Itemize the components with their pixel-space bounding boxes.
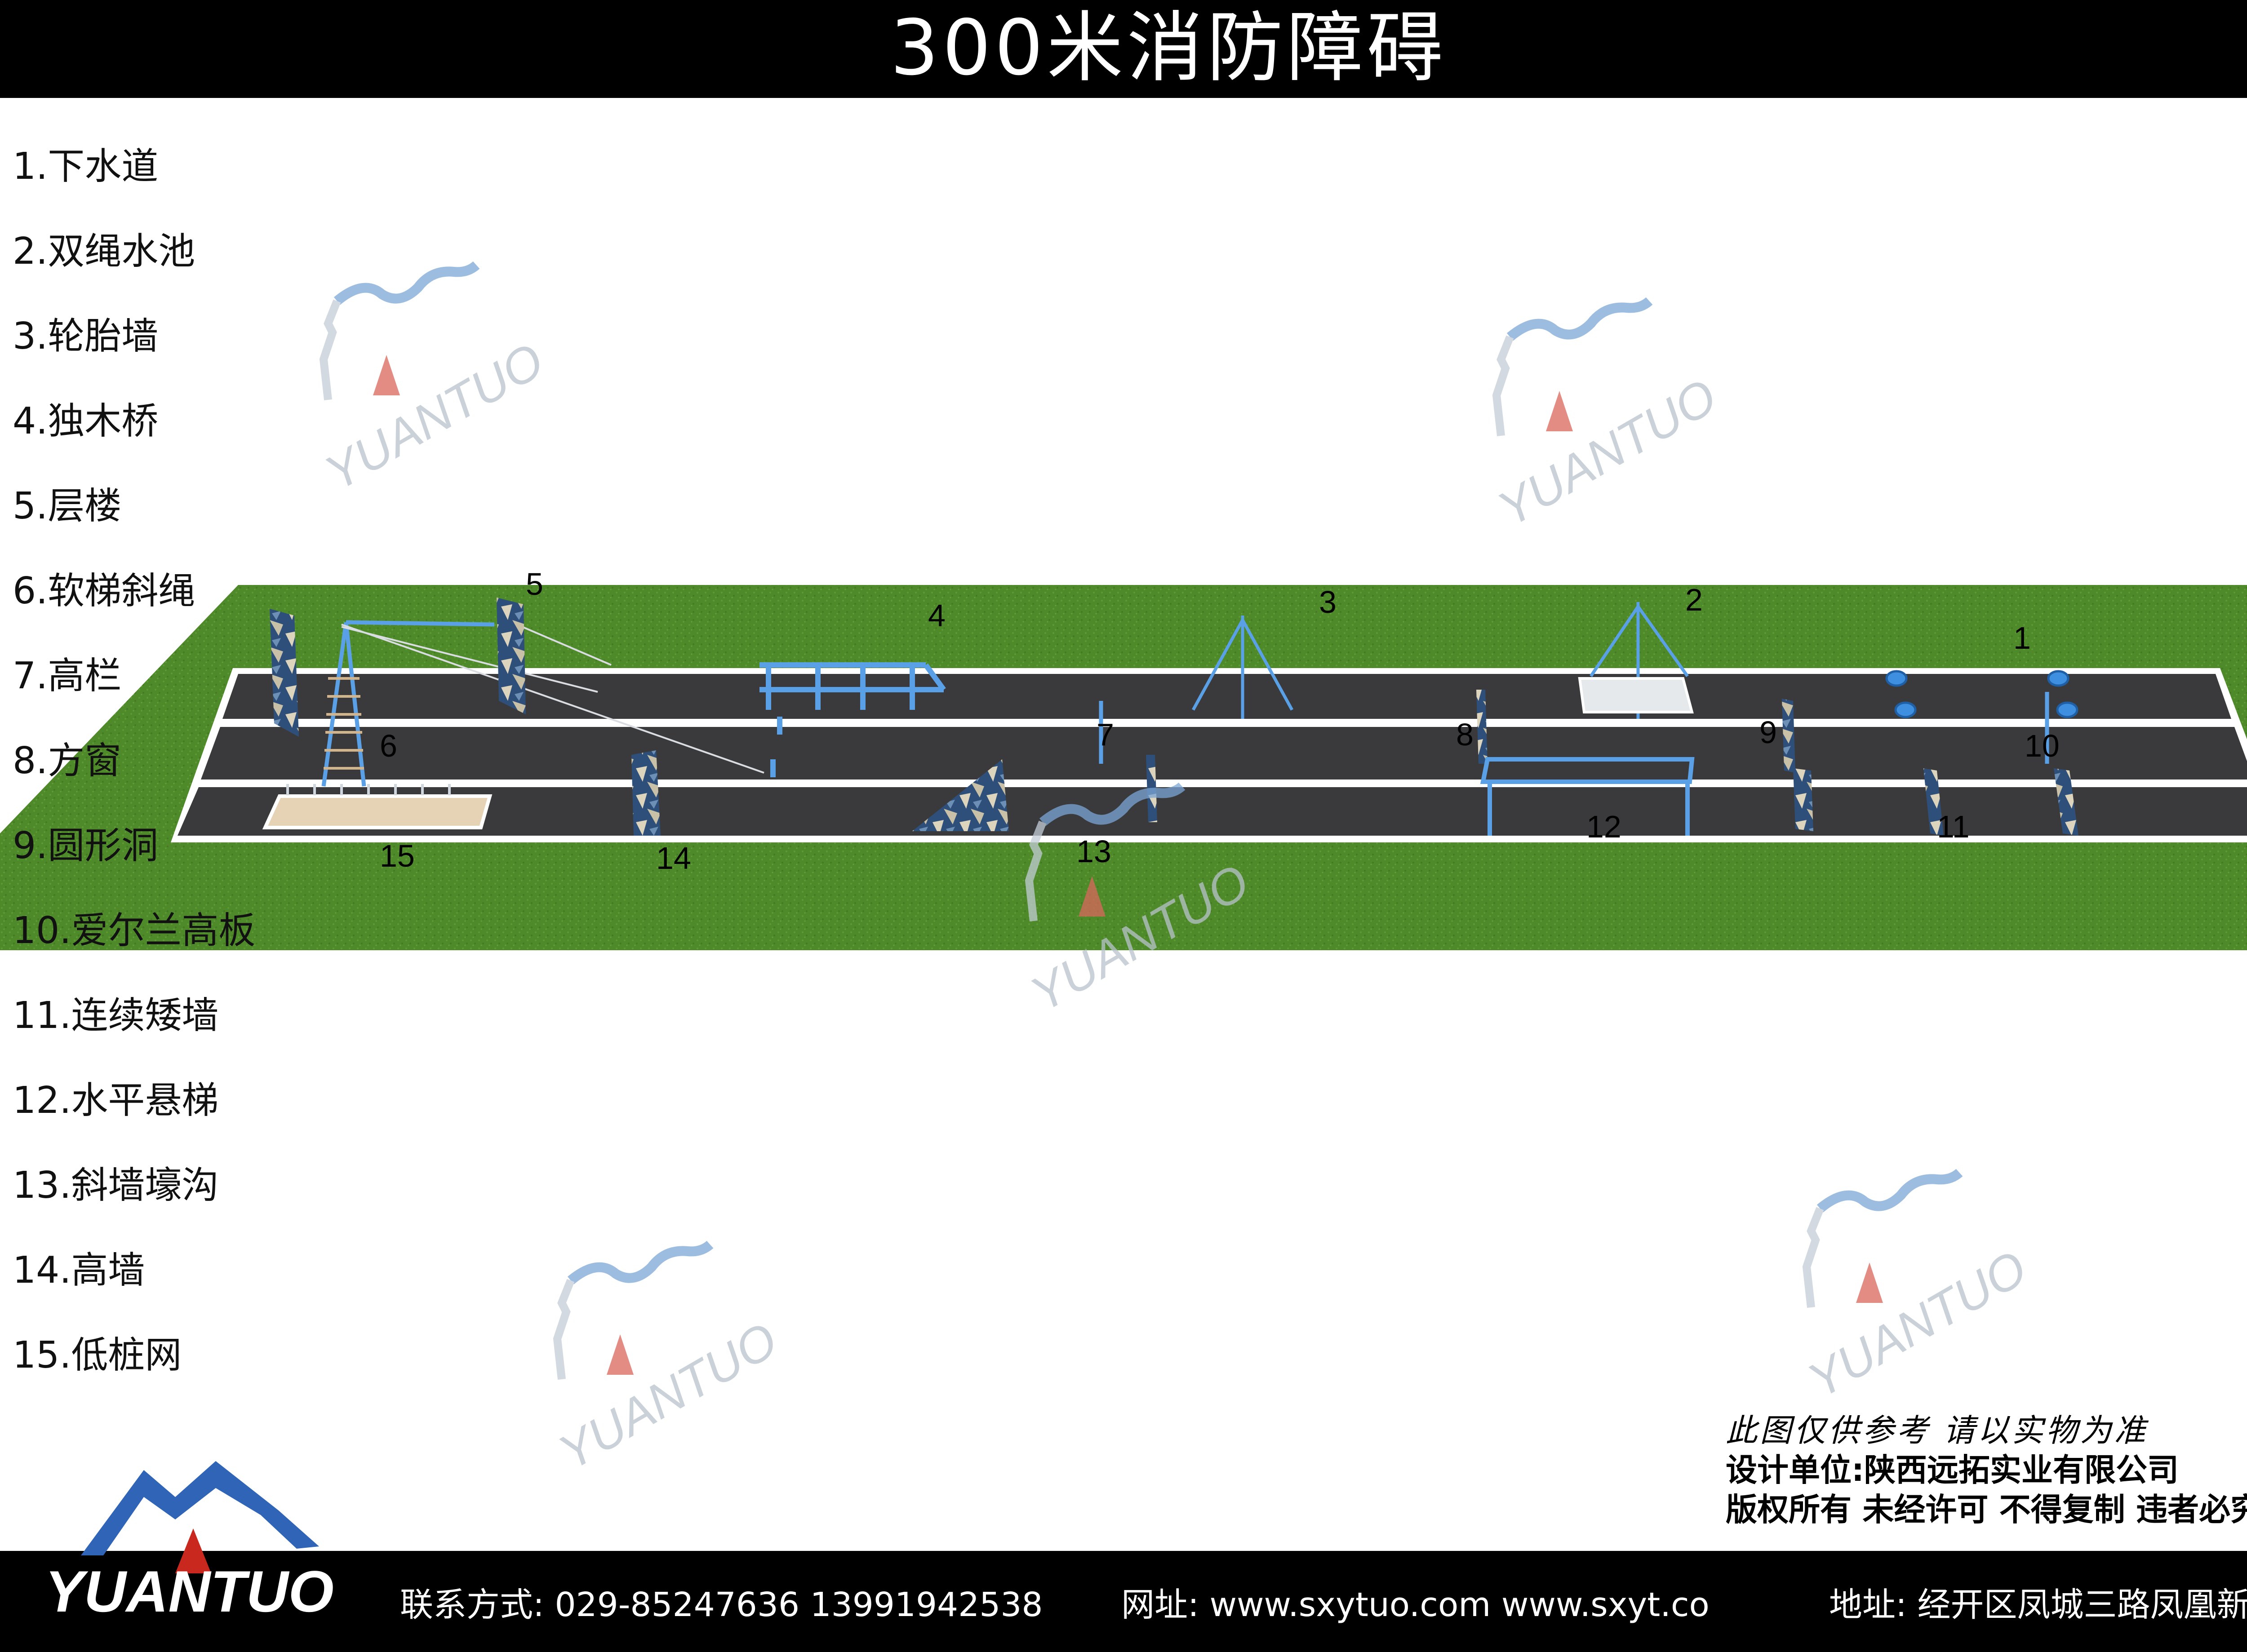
horizontal-ladder [1480, 757, 1695, 836]
course-label-9: 9 [1759, 715, 1777, 750]
svg-text:YUANTUO: YUANTUO [1489, 368, 1726, 530]
low-wall-2 [2054, 768, 2078, 836]
low-wall-1 [1923, 768, 1944, 836]
watermark-logo: YUANTUO [550, 1240, 786, 1474]
course-label-4: 4 [928, 598, 946, 633]
course-label-14: 14 [656, 841, 691, 876]
round-hole-wall-2 [1793, 768, 1813, 831]
slanted-ropes [341, 624, 764, 774]
legend-item: 8.方窗 [13, 740, 122, 782]
soft-ladder-rungs [324, 677, 364, 770]
watermark-logo: YUANTUO [1021, 782, 1258, 1015]
legend-item: 14.高墙 [13, 1249, 145, 1292]
website-info: 网址: www.sxytuo.com www.sxyt.co [1121, 1586, 1710, 1624]
track-lane-3 [178, 787, 2247, 836]
course-label-12: 12 [1586, 809, 1621, 844]
course-label-3: 3 [1319, 585, 1337, 620]
legend-item: 6.软梯斜绳 [13, 570, 195, 612]
legend-item: 2.双绳水池 [13, 230, 195, 273]
course-label-11: 11 [1937, 809, 1970, 844]
course-label-5: 5 [526, 567, 543, 602]
low-pile-net [262, 794, 493, 829]
legend-item: 3.轮胎墙 [13, 315, 159, 358]
legend-item: 1.下水道 [13, 145, 159, 188]
page-title: 300米消防障碍 [890, 4, 1447, 93]
tower-panel-left [270, 609, 299, 737]
address-info: 地址: 经开区凤城三路凤凰新城 [1829, 1586, 2247, 1624]
contact-info: 联系方式: 029-85247636 13991942538 [400, 1586, 1043, 1624]
svg-text:YUANTUO: YUANTUO [1799, 1240, 2036, 1402]
disclaimer-text: 此图仅供参考 请以实物为准 [1726, 1412, 2149, 1449]
course-label-2: 2 [1685, 582, 1703, 617]
pool-basin [1578, 677, 1694, 713]
slanted-wall-trench [912, 759, 1009, 831]
legend-item: 4.独木桥 [13, 400, 159, 443]
sewer-barrels [1885, 670, 2078, 718]
design-notes: 此图仅供参考 请以实物为准 设计单位:陕西远拓实业有限公司 版权所有 未经许可 … [1726, 1411, 2247, 1529]
soft-ladder-frame [321, 620, 495, 787]
legend-item: 7.高栏 [13, 655, 122, 697]
course-label-15: 15 [380, 838, 415, 873]
legend-item: 15.低桩网 [13, 1334, 182, 1377]
company-logo: YUANTUO [45, 1461, 334, 1624]
watermark-logo: YUANTUO [1799, 1169, 2036, 1402]
svg-text:YUANTUO: YUANTUO [1021, 854, 1258, 1015]
round-hole-wall [1782, 699, 1795, 773]
watermark-logo: YUANTUO [1489, 297, 1726, 530]
tyre-wall-frame [1191, 616, 1294, 719]
svg-text:YUANTUO: YUANTUO [316, 332, 553, 494]
svg-text:YUANTUO: YUANTUO [45, 1559, 334, 1624]
track-lane-2 [201, 727, 2247, 779]
course-label-10: 10 [2025, 728, 2060, 763]
legend-item: 10.爱尔兰高板 [13, 909, 256, 952]
copyright-text: 版权所有 未经许可 不得复制 违者必究 [1726, 1491, 2247, 1528]
course-label-6: 6 [380, 728, 397, 763]
course-label-1: 1 [2013, 620, 2031, 655]
title-bar: 300米消防障碍 [0, 0, 2247, 98]
legend-item: 9.圆形洞 [13, 824, 159, 867]
legend-item: 5.层楼 [13, 485, 122, 527]
designer-text: 设计单位:陕西远拓实业有限公司 [1726, 1452, 2179, 1488]
course-label-7: 7 [1097, 717, 1114, 752]
tower-panel-right [497, 598, 526, 714]
balance-beam [759, 662, 946, 777]
watermark-logo: YUANTUO [316, 261, 553, 494]
square-window [1476, 690, 1488, 764]
legend-item: 13.斜墙壕沟 [13, 1164, 219, 1207]
low-pile-posts [286, 784, 451, 795]
course-label-13: 13 [1076, 834, 1111, 869]
footer-bar: YUANTUO 联系方式: 029-85247636 13991942538 网… [0, 1461, 2247, 1652]
course-label-8: 8 [1456, 717, 1474, 752]
legend-item: 11.连续矮墙 [13, 994, 219, 1037]
svg-text:YUANTUO: YUANTUO [550, 1312, 786, 1474]
track-lane-1 [222, 674, 2231, 719]
high-wall [631, 750, 661, 836]
legend-item: 12.水平悬梯 [13, 1079, 219, 1122]
obstacle-legend: 1.下水道 2.双绳水池 3.轮胎墙 4.独木桥 5.层楼 6.软梯斜绳 7.高… [13, 137, 255, 1411]
